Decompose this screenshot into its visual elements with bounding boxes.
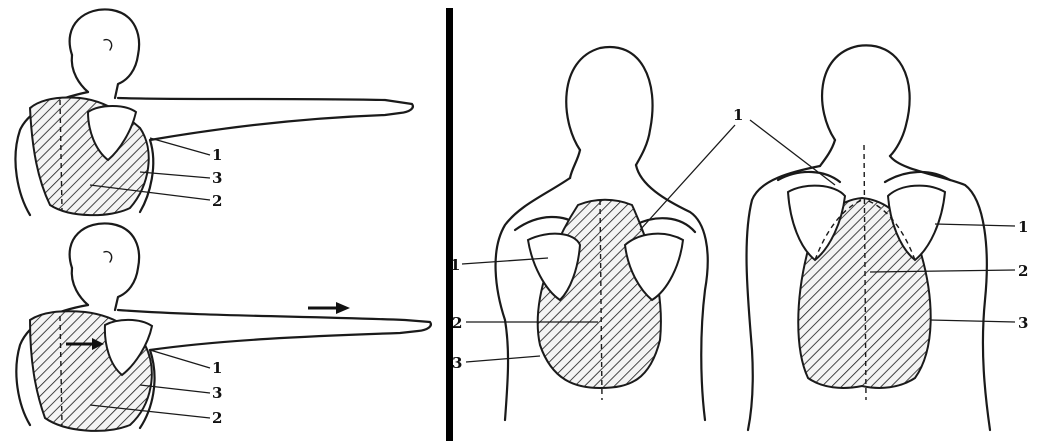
- panel-divider: [446, 8, 453, 441]
- arm-bottom-left: [118, 310, 431, 350]
- label-3-top-left: 3: [212, 169, 222, 187]
- figure-top-left: 1 3 2: [15, 9, 412, 215]
- label-1-side-middle: 1: [450, 256, 460, 274]
- label-3-middle: 3: [452, 354, 462, 372]
- label-1-top-left: 1: [212, 146, 222, 164]
- ear-top-left: [104, 40, 112, 50]
- label-2-right: 2: [1018, 262, 1028, 280]
- label-2-top-left: 2: [212, 192, 222, 210]
- ear-bottom-left: [104, 252, 112, 262]
- figure-right-back: 1 2 3: [747, 45, 1029, 430]
- label-2-bottom-left: 2: [212, 409, 222, 427]
- label-2-middle: 2: [452, 314, 462, 332]
- label-1-bottom-left: 1: [212, 359, 222, 377]
- figure-middle-back: 1 1 2 3: [450, 47, 743, 420]
- arm-top-left: [118, 98, 413, 140]
- figure-bottom-left: 1 3 2: [16, 223, 431, 430]
- label-3-right: 3: [1018, 314, 1028, 332]
- head-middle: [566, 47, 652, 165]
- label-1-right: 1: [1018, 218, 1028, 236]
- label-3-bottom-left: 3: [212, 384, 222, 402]
- label-1-top-middle: 1: [733, 106, 743, 124]
